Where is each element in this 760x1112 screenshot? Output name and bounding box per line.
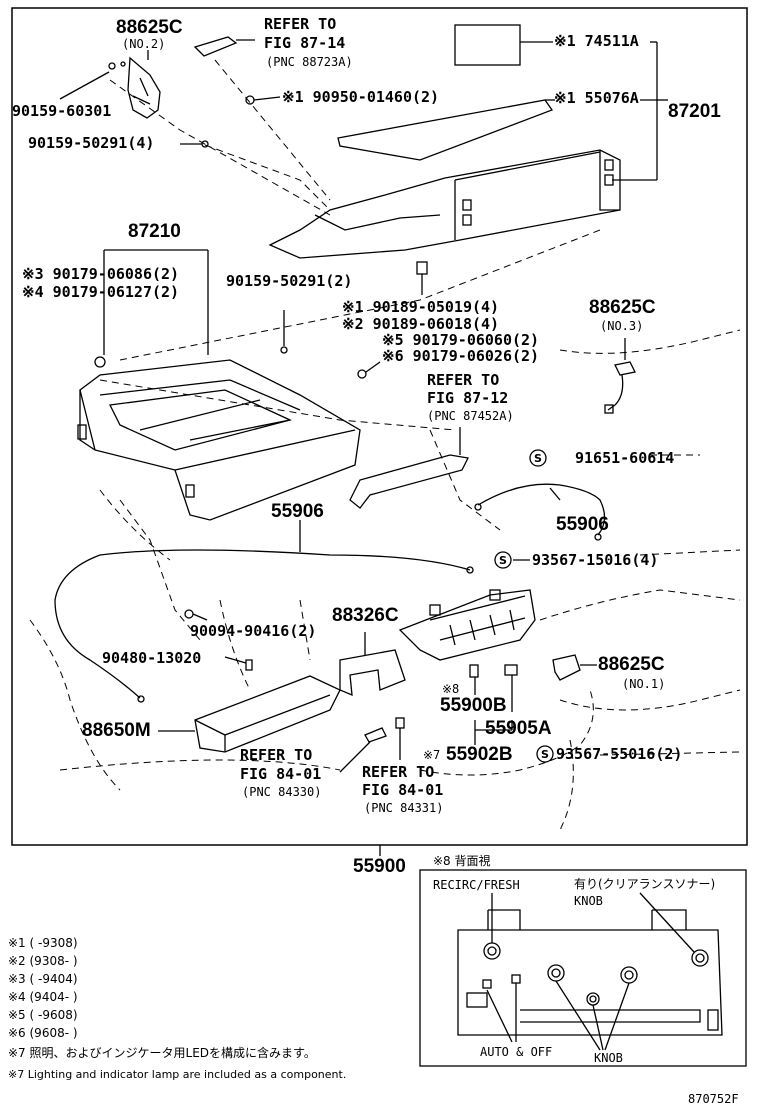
s-letter-2: S xyxy=(499,554,507,567)
label-no3: (NO.3) xyxy=(600,319,644,333)
label-note7-marker: ※7 xyxy=(423,748,441,762)
label-no1: (NO.1) xyxy=(622,677,666,691)
label-refer-8401a: REFER TO xyxy=(240,746,313,764)
label-refer-8401b: REFER TO xyxy=(362,763,435,781)
part-87201-housing-drawing xyxy=(268,149,621,259)
label-55076a: ※1 55076A xyxy=(554,89,639,107)
part-55905a-drawing xyxy=(504,664,518,676)
label-90179-06086: ※3 90179-06086(2) xyxy=(22,265,180,283)
part-55900b-drawing xyxy=(469,664,479,678)
label-93567-55016: 93567-55016(2) xyxy=(556,745,683,763)
s-letter-3: S xyxy=(541,748,549,761)
label-no2: (NO.2) xyxy=(122,37,166,51)
label-55905a: 55905A xyxy=(485,718,552,739)
inset-knob-top-label: KNOB xyxy=(574,894,603,908)
label-88625c-no2: 88625C xyxy=(116,17,183,38)
screw-90094 xyxy=(184,609,194,619)
s-symbol-93567-15016 xyxy=(494,551,512,569)
note-4: ※4 (9404- ) xyxy=(8,990,78,1004)
label-note8-marker: ※8 xyxy=(442,682,460,696)
note-5: ※5 ( -9608) xyxy=(8,1008,78,1022)
inset-auto-off-label: AUTO & OFF xyxy=(480,1045,553,1059)
cable-55906-right xyxy=(477,483,606,536)
label-90189-05019: ※1 90189-05019(4) xyxy=(342,298,500,316)
label-90159-50291-4: 90159-50291(4) xyxy=(28,134,155,152)
label-90179-06026: ※6 90179-06026(2) xyxy=(382,347,540,365)
nut-90480 xyxy=(245,659,253,671)
label-90159-50291-2: 90159-50291(2) xyxy=(226,272,353,290)
label-55900b: 55900B xyxy=(440,695,507,716)
s-letter-1: S xyxy=(534,452,542,465)
label-pnc-87452a: (PNC 87452A) xyxy=(427,409,514,423)
label-88625c-no3: 88625C xyxy=(589,297,656,318)
nut-90179 xyxy=(94,356,106,368)
label-90094-90416: 90094-90416(2) xyxy=(190,622,317,640)
control-panel-55900-drawing xyxy=(398,589,536,661)
plate-88723a xyxy=(193,36,238,57)
label-fig-8401a: FIG 84-01 xyxy=(240,765,322,783)
label-87210: 87210 xyxy=(128,221,181,242)
label-90189-06018: ※2 90189-06018(4) xyxy=(342,315,500,333)
label-87201: 87201 xyxy=(668,101,721,122)
inset-title: ※8 背面視 xyxy=(433,854,491,868)
label-91651-60614: 91651-60614 xyxy=(575,449,675,467)
label-pnc-84331: (PNC 84331) xyxy=(364,801,444,815)
label-88326c: 88326C xyxy=(332,605,399,626)
label-fig-8712: FIG 87-12 xyxy=(427,389,509,407)
inset-knob-bottom-label: KNOB xyxy=(594,1051,623,1065)
label-90179-06060: ※5 90179-06060(2) xyxy=(382,331,540,349)
nut-90179-06060 xyxy=(357,369,367,379)
cable-55906-left xyxy=(54,549,471,699)
clip-90189 xyxy=(416,261,428,275)
note-7-jp: ※7 照明、およびインジケータ用LEDを構成に含みます。 xyxy=(8,1046,316,1060)
bracket-87452a-drawing xyxy=(349,454,469,509)
label-93567-15016: 93567-15016(4) xyxy=(532,551,659,569)
label-88650m: 88650M xyxy=(82,720,151,741)
label-fig-8401b: FIG 84-01 xyxy=(362,781,444,799)
s-symbol-91651 xyxy=(529,449,547,467)
inset-panel-drawing xyxy=(457,909,723,1036)
label-90159-60301: 90159-60301 xyxy=(12,102,112,120)
label-55900: 55900 xyxy=(353,856,406,877)
label-55902b: 55902B xyxy=(446,744,513,765)
note-3: ※3 ( -9404) xyxy=(8,972,78,986)
part-88650m-drawing xyxy=(194,675,341,753)
note-6: ※6 (9608- ) xyxy=(8,1026,78,1040)
part-88625c-no1-drawing xyxy=(552,654,581,681)
part-88326c-drawing xyxy=(339,649,406,697)
label-55906-right: 55906 xyxy=(556,514,609,535)
label-pnc-88723a: (PNC 88723A) xyxy=(266,55,353,69)
label-90179-06127: ※4 90179-06127(2) xyxy=(22,283,180,301)
label-fig-8714: FIG 87-14 xyxy=(264,34,346,52)
part-55076a-drawing xyxy=(337,99,554,161)
part-84330-drawing xyxy=(364,727,387,743)
label-refer-8712: REFER TO xyxy=(427,371,500,389)
label-55906-left: 55906 xyxy=(271,501,324,522)
label-90480-13020: 90480-13020 xyxy=(102,649,202,667)
part-84331-drawing xyxy=(395,717,405,729)
part-74511a-drawing xyxy=(454,24,521,66)
s-symbol-93567-55016 xyxy=(536,745,554,763)
part-88625c-no2-drawing xyxy=(108,56,161,119)
screw-90950 xyxy=(245,95,255,105)
note-7-en: ※7 Lighting and indicator lamp are inclu… xyxy=(8,1068,347,1081)
note-2: ※2 (9308- ) xyxy=(8,954,78,968)
screw-90159-50291-2 xyxy=(280,346,288,354)
label-refer-8714: REFER TO xyxy=(264,15,337,33)
inset-frame xyxy=(419,869,747,1067)
figure-code: 870752F xyxy=(688,1092,739,1106)
label-pnc-84330: (PNC 84330) xyxy=(242,785,322,799)
inset-clearance-sonar-label: 有り(クリアランスソナー) xyxy=(574,877,716,891)
part-87210-housing-drawing xyxy=(77,359,361,521)
note-1: ※1 ( -9308) xyxy=(8,936,78,950)
label-90950-01460: ※1 90950-01460(2) xyxy=(282,88,440,106)
part-88625c-no3-drawing xyxy=(604,361,636,414)
inset-recirc-label: RECIRC/FRESH xyxy=(433,878,520,892)
label-88625c-no1: 88625C xyxy=(598,654,665,675)
label-74511a: ※1 74511A xyxy=(554,32,639,50)
